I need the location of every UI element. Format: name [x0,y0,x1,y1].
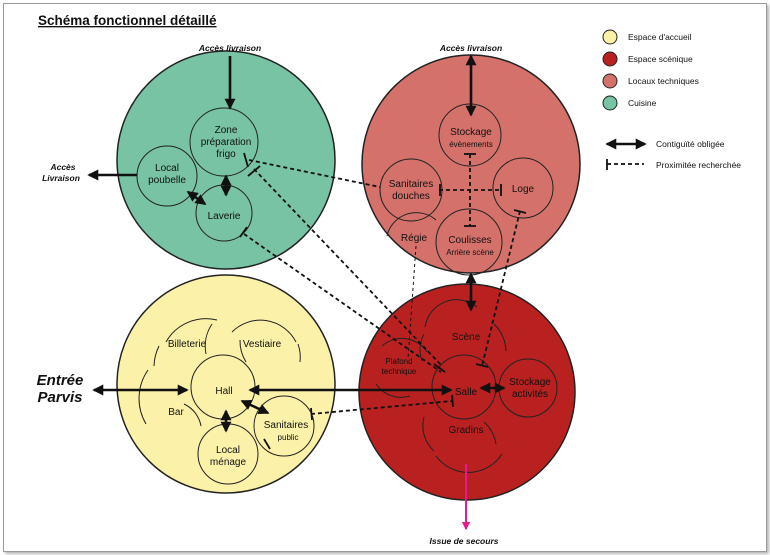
link-poubelle-laverie [186,190,207,206]
room-label-plafond-2: technique [382,367,417,376]
room-label-plafond-1: Plafond [385,357,412,366]
legend-label-cuisine: Cuisine [628,98,657,108]
billeterie-arc-right [204,323,213,355]
prox-sanitaires-salle [310,400,453,415]
zone-accueil [116,274,336,494]
diagram-frame: Schéma fonctionnel détaillé [3,3,767,552]
room-label-hall: Hall [215,386,232,397]
cap-prep-1 [243,152,249,168]
room-label-menage-2: ménage [210,457,247,468]
vestiaire-arc-right [297,343,301,363]
cap-salle-prep [433,363,446,373]
room-label-sanitaires-public-1: Sanitaires [264,420,308,431]
room-label-stockage-evenements-1: Stockage [450,127,492,138]
legend: Espace d'accueil Espace scénique Locaux … [602,29,741,170]
legend-label-techniques: Locaux techniques [628,76,699,86]
prox-loge-salle [481,210,521,367]
room-loge-circle [492,157,554,219]
room-label-bar: Bar [168,407,184,418]
vestiaire-arc-left [239,339,247,363]
prox-laverie-salle [243,233,442,373]
room-label-poubelle-1: Local [155,163,179,174]
bar-arc-right [183,403,202,427]
label-acces-left-1: Accès [49,162,75,172]
room-label-stockage-activites-2: activités [512,389,548,400]
cap-loge-2 [513,209,527,214]
link-hall-sanitaires [240,399,270,415]
bar-arc-left [138,369,149,425]
room-label-sanitaires-public-2: public [278,433,299,442]
room-label-poubelle-2: poubelle [148,175,186,186]
room-label-stockage-activites-1: Stockage [509,377,551,388]
prox-prep-sanitaires [248,159,381,188]
legend-swatch-scenique [602,51,618,67]
regie-arc [386,212,437,237]
label-acces-livraison-cuisine: Accès livraison [198,43,261,53]
scene-arc-right [493,323,507,352]
legend-label-contiguite: Contiguïté obligée [656,139,725,149]
label-issue-secours: Issue de secours [430,536,499,546]
room-label-salle: Salle [455,387,478,398]
billeterie-arc-top [165,318,218,343]
room-label-sanitaires-douches-2: douches [392,191,430,202]
room-sanitaires-public-circle [253,395,315,457]
room-label-coulisses-2: Arrière scène [446,248,494,257]
room-label-laverie: Laverie [208,211,241,222]
room-label-vestiaire: Vestiaire [243,339,282,350]
label-acces-livraison-technique: Accès livraison [439,43,502,53]
room-label-menage-1: Local [216,445,240,456]
room-label-regie: Régie [401,233,428,244]
legend-swatch-techniques [602,73,618,89]
legend-label-accueil: Espace d'accueil [628,32,692,42]
room-label-sanitaires-douches-1: Sanitaires [389,179,433,190]
legend-swatch-accueil [602,29,618,45]
legend-label-scenique: Espace scénique [628,54,693,64]
room-label-coulisses-1: Coulisses [448,235,491,246]
label-entree: Entrée [37,372,84,389]
diagram-title: Schéma fonctionnel détaillé [38,13,217,28]
room-label-stockage-evenements-2: évènements [449,140,493,149]
legend-swatch-cuisine [602,95,618,111]
cap-prep-2 [247,165,261,177]
prox-regie-plafond [407,245,417,360]
cap-salle-sanitaires [451,394,454,408]
room-label-prep-3: frigo [216,149,236,160]
cap-menage [263,438,271,450]
vestiaire-arc-top [231,319,297,343]
functional-diagram: Schéma fonctionnel détaillé [37,13,742,546]
legend-label-proximite: Proximitée recherchée [656,160,741,170]
zone-cuisine [116,50,336,270]
billeterie-arc-left [153,345,160,367]
room-label-billeterie: Billeterie [168,339,207,350]
gradins-arc-right [483,421,497,445]
label-parvis: Parvis [37,389,82,406]
cap-laverie [239,226,248,238]
room-label-loge: Loge [512,184,535,195]
label-acces-left-2: Livraison [42,173,80,183]
gradins-arc-left [422,416,435,452]
room-label-scene: Scène [452,332,481,343]
cap-sanitaires-public [310,407,313,421]
room-label-prep-2: préparation [201,137,252,148]
gradins-arc-bottom [435,453,503,473]
cap-salle-loge [475,363,489,368]
room-label-gradins: Gradins [448,425,483,436]
room-label-prep-1: Zone [215,125,238,136]
prox-prep-salle [253,168,443,367]
